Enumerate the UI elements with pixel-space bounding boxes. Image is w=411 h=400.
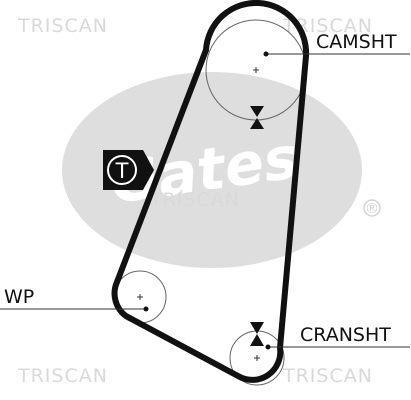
watermark-top-left: TRISCAN bbox=[17, 15, 108, 37]
tensioner-symbol: T bbox=[115, 159, 129, 183]
registered-circle bbox=[363, 199, 381, 217]
crankshaft-label: CRANSHT bbox=[300, 324, 391, 346]
water-pump-leader-dot bbox=[143, 306, 149, 312]
camshaft-timing-mark bbox=[250, 106, 264, 129]
water-pump-label: WP bbox=[4, 286, 34, 308]
watermark-bottom-left: TRISCAN bbox=[17, 365, 108, 387]
registered-mark: ® bbox=[365, 201, 379, 217]
camshaft-leader-dot bbox=[263, 51, 269, 57]
crankshaft-timing-mark bbox=[250, 322, 264, 346]
tensioner-circle bbox=[107, 155, 137, 185]
tensioner-arrow bbox=[103, 150, 154, 190]
camshaft-label: CAMSHT bbox=[316, 31, 397, 53]
tensioner-marker: T bbox=[103, 150, 154, 190]
gates-logo-oval bbox=[62, 72, 362, 268]
watermark-center: TRISCAN bbox=[149, 189, 240, 211]
watermark-bottom-right: TRISCAN bbox=[282, 365, 373, 387]
timing-belt bbox=[111, 0, 310, 383]
crankshaft-leader-dot bbox=[265, 344, 271, 350]
